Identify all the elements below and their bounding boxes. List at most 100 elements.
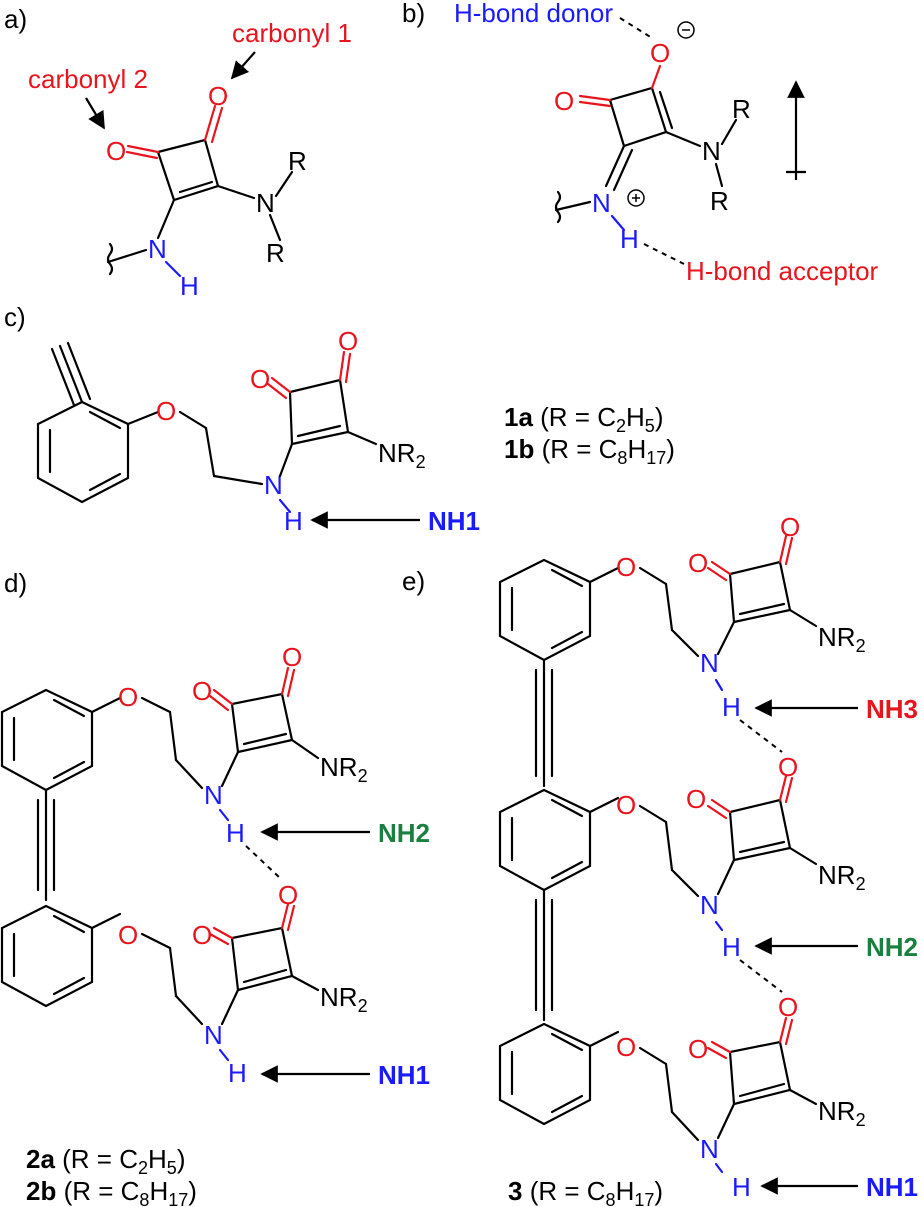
panel-b: b) H-bond donor O O N R R N H H-bond acc… xyxy=(402,0,879,286)
atom-o-1a: O xyxy=(780,512,800,542)
atom-o-bottom-1: O xyxy=(278,880,298,910)
hbond-nh2 xyxy=(739,959,783,993)
atom-o-carbonyl: O xyxy=(554,86,574,116)
nh1-label: NH1 xyxy=(428,506,480,536)
atom-o-carbonyl-2: O xyxy=(106,136,126,166)
nr2-label: NR2 xyxy=(378,438,426,472)
compound-2b-label: 2b (R = C8H17) xyxy=(26,1176,197,1207)
atom-o-3a: O xyxy=(778,992,798,1022)
atom-o-3b: O xyxy=(688,1034,708,1064)
atom-n-nh2: N xyxy=(700,890,719,920)
ring-double-bond xyxy=(178,180,214,194)
positive-charge xyxy=(627,189,645,207)
squaramide-ring-2 xyxy=(728,798,792,862)
atom-o-ether-bottom: O xyxy=(118,920,138,950)
atom-o-bottom-2: O xyxy=(192,920,212,950)
compound-3-label: 3 (R = C8H17) xyxy=(508,1176,663,1207)
benzene-ring-1 xyxy=(498,558,592,662)
panel-c-label: c) xyxy=(4,302,26,332)
atom-o-carbonyl-1: O xyxy=(338,326,358,356)
atom-h-nh1: H xyxy=(228,1058,247,1088)
nr2-label-top: NR2 xyxy=(320,752,368,786)
panel-a-label: a) xyxy=(4,4,27,34)
squaramide-ring-1 xyxy=(728,560,792,624)
atom-r-bottom: R xyxy=(710,186,729,216)
squaramide-ring-3 xyxy=(728,1040,792,1106)
intramolecular-hbond xyxy=(245,845,281,879)
benzene-ring-3 xyxy=(498,1022,592,1126)
nr2-label-3: NR2 xyxy=(818,1096,866,1130)
wavy-bond xyxy=(554,190,562,224)
squaramide-ring xyxy=(156,138,220,202)
atom-n-nh1: N xyxy=(700,1134,719,1164)
atom-h-nh1: H xyxy=(284,506,303,536)
atom-h-nh1: H xyxy=(732,1172,751,1202)
donor-hbond-dash xyxy=(619,17,653,39)
atom-n-amine: N xyxy=(256,188,275,218)
benzene-ring-bottom xyxy=(0,904,94,1008)
squaramide-ring xyxy=(608,86,668,148)
panel-d: d) O N O O NR2 H NH2 xyxy=(0,568,430,1207)
atom-o-ether: O xyxy=(156,396,176,426)
atom-r-top: R xyxy=(732,94,751,124)
nh2-label: NH2 xyxy=(378,818,430,848)
panel-e-label: e) xyxy=(402,566,425,596)
nh1-label: NH1 xyxy=(866,1172,918,1202)
atom-o-ether-top: O xyxy=(118,682,138,712)
compound-2a-label: 2a (R = C2H5) xyxy=(26,1144,185,1178)
panel-d-label: d) xyxy=(4,568,27,598)
atom-h-nh2: H xyxy=(722,932,741,962)
atom-n-nh: N xyxy=(148,234,167,264)
hbond-nh3 xyxy=(739,719,783,753)
negative-charge xyxy=(677,21,695,39)
atom-o-ether-3: O xyxy=(616,1032,636,1062)
nr2-label-1: NR2 xyxy=(818,622,866,656)
atom-o-top-1: O xyxy=(282,642,302,672)
atom-n-nh2: N xyxy=(204,780,223,810)
squaramide-ring-bottom xyxy=(230,926,294,992)
atom-n-amine: N xyxy=(702,136,721,166)
atom-o-ether-1: O xyxy=(616,552,636,582)
nh3-label: NH3 xyxy=(866,694,918,724)
nr2-label-bottom: NR2 xyxy=(320,982,368,1016)
carbonyl-1-arrow xyxy=(230,51,256,80)
carbonyl-2-callout: carbonyl 2 xyxy=(28,64,148,94)
benzene-ring-top xyxy=(0,688,94,792)
atom-n-nh1: N xyxy=(204,1020,223,1050)
atom-o-carbonyl-2: O xyxy=(250,364,270,394)
atom-o-ether-2: O xyxy=(616,790,636,820)
atom-r-bottom: R xyxy=(266,238,285,268)
atom-h-nh: H xyxy=(180,271,199,301)
atom-o-carbonyl-1: O xyxy=(208,81,228,111)
atom-h-nh2: H xyxy=(226,818,245,848)
compound-1b-label: 1b (R = C8H17) xyxy=(504,434,675,468)
panel-b-label: b) xyxy=(402,0,425,28)
nr2-label-2: NR2 xyxy=(818,860,866,894)
benzene-ring xyxy=(36,400,130,504)
acceptor-hbond-dash xyxy=(643,243,685,265)
compound-1a-label: 1a (R = C2H5) xyxy=(504,402,663,436)
alkyne-bond xyxy=(58,344,84,404)
carbonyl-1-bond xyxy=(203,104,217,142)
atom-r-top: R xyxy=(288,146,307,176)
squaramide-ring xyxy=(288,378,350,446)
atom-o-2b: O xyxy=(686,784,706,814)
squaramide-ring-top xyxy=(230,692,294,754)
panel-e: e) O N O O NR2 H NH3 xyxy=(402,512,918,1207)
carbonyl-1-callout: carbonyl 1 xyxy=(232,18,352,48)
atom-n-nh: N xyxy=(264,470,283,500)
atom-o-top-2: O xyxy=(192,676,212,706)
panel-c: c) O N O O NR2 H NH1 1a (R = C2H5) 1b (R… xyxy=(4,302,675,536)
h-bond-donor-callout: H-bond donor xyxy=(454,0,613,28)
benzene-ring-2 xyxy=(498,788,592,892)
atom-o-1b: O xyxy=(688,548,708,578)
h-bond-acceptor-callout: H-bond acceptor xyxy=(686,256,879,286)
nh1-label: NH1 xyxy=(378,1060,430,1090)
nh2-label: NH2 xyxy=(866,932,918,962)
wavy-bond xyxy=(106,242,114,276)
carbonyl-2-arrow xyxy=(85,97,105,130)
atom-n-nh3: N xyxy=(700,648,719,678)
carbonyl-2-bond xyxy=(126,144,160,154)
atom-o-minus: O xyxy=(650,38,670,68)
